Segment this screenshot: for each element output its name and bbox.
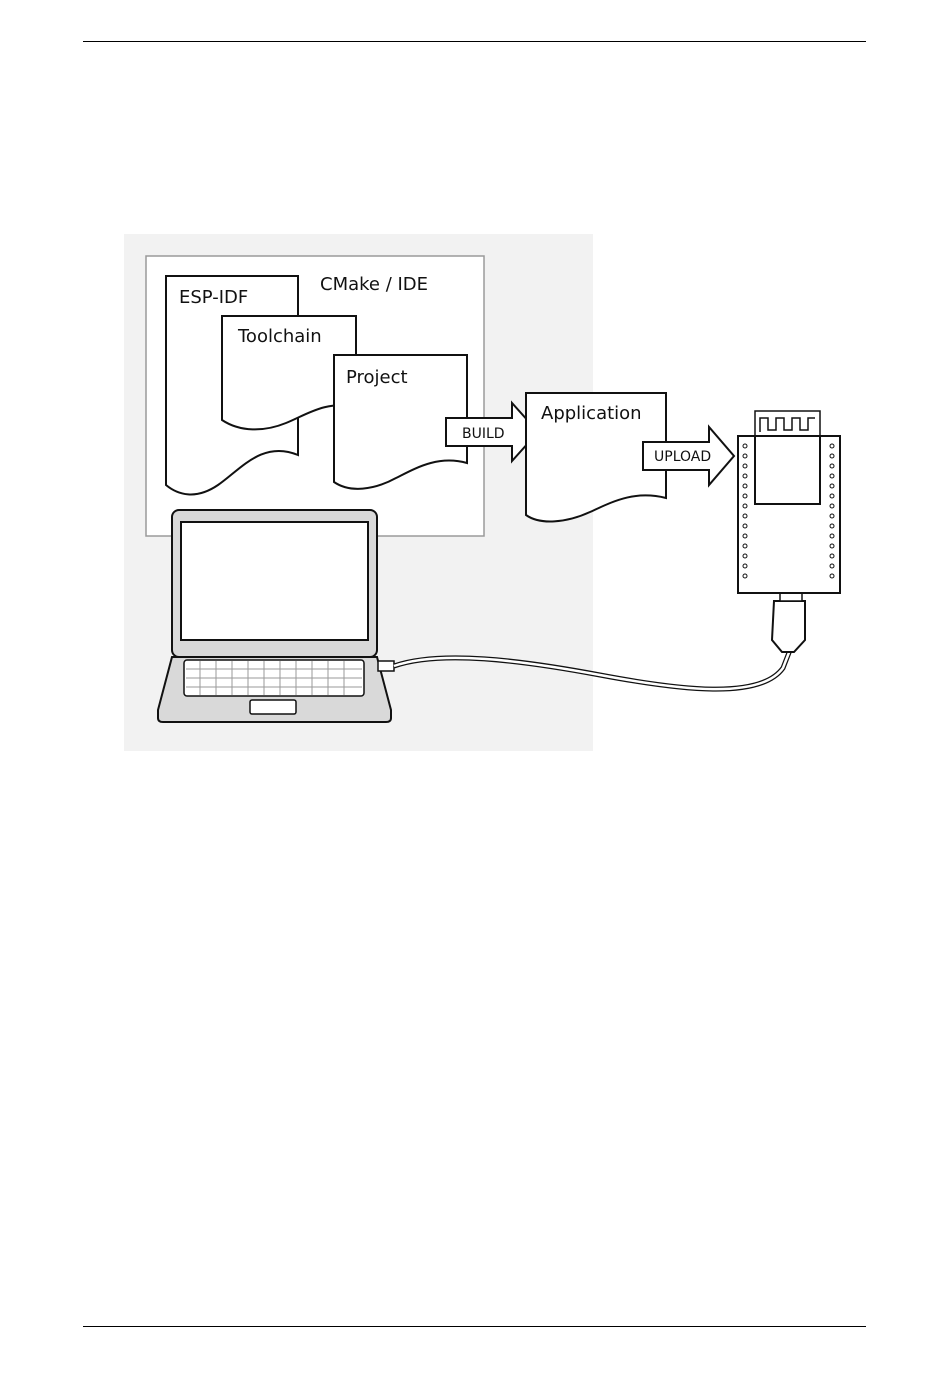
application-label: Application [541, 403, 642, 424]
toolchain-label: Toolchain [237, 326, 322, 347]
build-label: BUILD [462, 426, 505, 442]
esp32-board-icon [738, 411, 840, 593]
project-label: Project [346, 367, 408, 388]
laptop-icon [158, 510, 391, 722]
footer-rule [83, 1326, 866, 1327]
upload-label: UPLOAD [654, 449, 711, 465]
esp-idf-label: ESP-IDF [179, 287, 248, 308]
ide-label: CMake / IDE [320, 274, 428, 295]
